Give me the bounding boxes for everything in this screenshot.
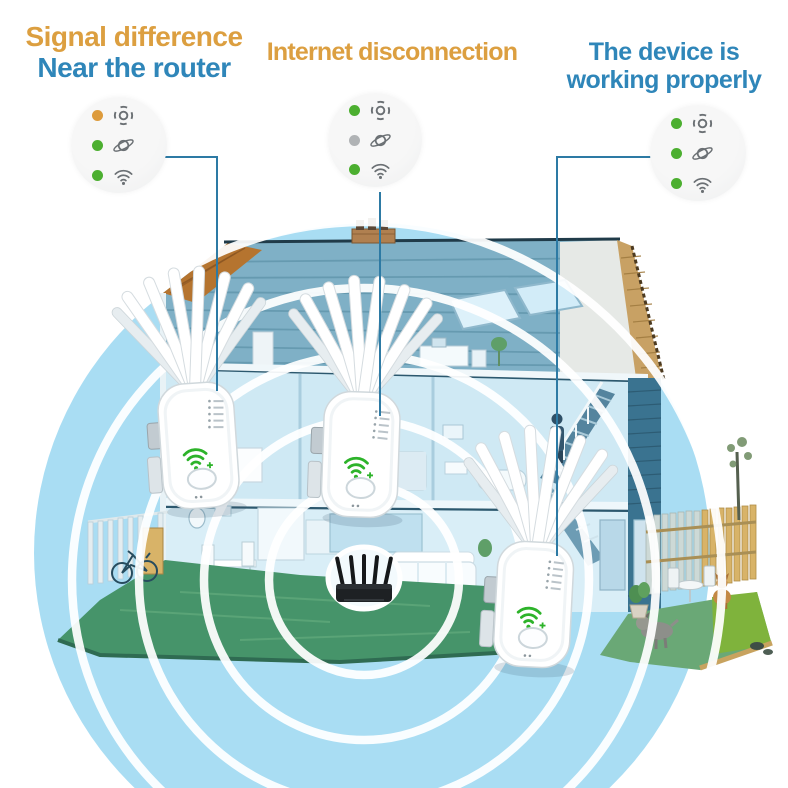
internet-icon [370, 133, 391, 147]
wifi-icon [371, 163, 390, 179]
wifi-icon [693, 177, 712, 193]
led-row-signal [328, 99, 422, 123]
callout-title-line: Signal difference [25, 21, 243, 52]
led-row-signal [650, 111, 746, 135]
connector-line-left [163, 156, 218, 391]
led-status-circle-near-router [71, 97, 167, 193]
internet-icon [113, 138, 134, 152]
led-row-internet [650, 141, 746, 165]
left-yard [57, 510, 549, 665]
garden-stone [750, 642, 764, 650]
led-status-circle-working [650, 105, 746, 201]
callout-internet-disconnection: Internet disconnection [250, 38, 534, 67]
young-tree [727, 437, 752, 521]
signal-icon [370, 100, 391, 121]
internet-icon [692, 146, 713, 160]
connector-line-right [556, 156, 652, 556]
callout-title-line: Internet disconnection [266, 38, 518, 66]
signal-icon [692, 113, 713, 133]
led-dot [92, 139, 103, 151]
callout-working-properly: The device is working properly [552, 38, 776, 94]
brick-gable [617, 240, 666, 381]
led-dot [92, 169, 103, 181]
router-antennas [335, 554, 393, 588]
led-row-wifi [328, 158, 422, 182]
callout-near-router: Signal difference Near the router [8, 21, 260, 84]
callout-title-line: The device is [588, 38, 740, 66]
led-status-circle-disconnection [328, 93, 422, 187]
router [325, 544, 403, 612]
signal-icon [113, 105, 134, 125]
led-dot [671, 147, 682, 159]
callout-title-line: Near the router [37, 51, 231, 83]
callout-title-line: working properly [566, 66, 762, 94]
roof-ridge [223, 237, 621, 244]
led-row-signal [71, 103, 167, 127]
led-dot [92, 109, 103, 121]
led-dot [349, 134, 360, 146]
hallway-door [599, 519, 626, 591]
led-row-wifi [650, 171, 746, 195]
led-dot [671, 117, 682, 129]
right-patio [600, 437, 773, 671]
led-row-wifi [71, 163, 167, 187]
led-dot [349, 105, 360, 116]
led-row-internet [71, 133, 167, 157]
connector-line-center [379, 192, 381, 416]
led-dot [349, 164, 360, 175]
led-row-internet [328, 128, 422, 152]
patio-table-set [667, 565, 716, 602]
led-dot [671, 177, 682, 189]
wifi-icon [114, 169, 133, 185]
attic-office [252, 331, 507, 373]
potted-plant [629, 582, 650, 619]
